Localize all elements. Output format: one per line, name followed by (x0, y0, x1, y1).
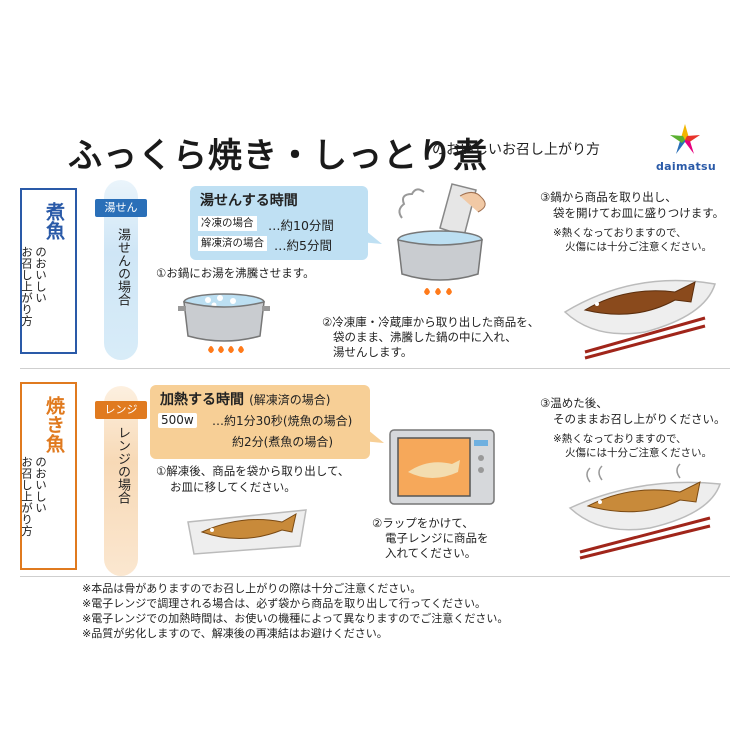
nizakana-note-line2: 火傷には十分ご注意ください。 (565, 241, 712, 253)
nizakana-step3-line1: ③鍋から商品を取り出し、 (540, 190, 677, 204)
nizakana-bubble-title: 湯せんする時間 (200, 193, 298, 209)
nizakana-step2-line2: 袋のまま、沸騰した鍋の中に入れ、 (333, 330, 517, 344)
yakizakana-step1-line2: お皿に移してください。 (170, 480, 296, 494)
nizakana-side-sub-1: のおいしい (34, 246, 48, 304)
microwave-illustration (389, 429, 495, 505)
yakizakana-time1: …約1分30秒(焼魚の場合) (212, 414, 353, 428)
footer-note-1: ※本品は骨がありますのでお召し上がりの際は十分ご注意ください。 (82, 582, 422, 595)
yakizakana-time-bubble: 加熱する時間 (解凍済の場合) 500w …約1分30秒(焼魚の場合) 約2分(… (150, 385, 384, 459)
yakizakana-step3-line2: そのままお召し上がりください。 (553, 412, 726, 426)
footer-divider (20, 576, 730, 577)
yakizakana-side-title: 焼き魚 (43, 396, 65, 453)
grilled-fish-hot-plate-illustration (568, 463, 722, 560)
yakizakana-step3-line1: ③温めた後、 (540, 396, 608, 410)
nizakana-side-box: 煮魚 のおいしい お召し上がり方 (20, 188, 77, 354)
yakizakana-time2: 約2分(煮魚の場合) (232, 435, 333, 449)
nizakana-row-label-2: 解凍済の場合 (198, 236, 267, 251)
footer-note-2: ※電子レンジで調理される場合は、必ず袋から商品を取り出して行ってください。 (82, 597, 487, 610)
grilled-fish-plate-illustration (187, 509, 307, 555)
nizakana-step3-line2: 袋を開けてお皿に盛りつけます。 (553, 206, 725, 220)
yakizakana-note-line2: 火傷には十分ご注意ください。 (565, 447, 712, 459)
nizakana-row-label-1: 冷凍の場合 (198, 216, 257, 231)
nizakana-side-sub-2: お召し上がり方 (20, 246, 34, 327)
page-title: ふっくら焼き・しっとり煮 (68, 136, 488, 176)
page-subtitle: のおいしいお召し上がり方 (432, 142, 600, 158)
yakizakana-side-sub-1: のおいしい (34, 456, 48, 514)
nizakana-row-value-2: …約5分間 (274, 238, 332, 253)
yakizakana-step2-line2: 電子レンジに商品を (385, 531, 489, 545)
nizakana-step1: ①お鍋にお湯を沸騰させます。 (156, 266, 315, 280)
bubble-tail (362, 425, 384, 443)
footer-note-3: ※電子レンジでの加熱時間は、お使いの機種によって異なりますのでご注意ください。 (82, 612, 509, 625)
brand-logo (670, 124, 700, 154)
yakizakana-bubble-title: 加熱する時間 (160, 392, 244, 408)
yakizakana-step2-line3: 入れてください。 (385, 546, 477, 560)
yakizakana-bubble-subtitle: (解凍済の場合) (249, 393, 331, 407)
yakizakana-step2-line1: ②ラップをかけて、 (372, 516, 474, 530)
nizakana-note-line1: ※熱くなっておりますので、 (553, 227, 687, 239)
nizakana-method-label: 湯せんの場合 (115, 228, 130, 306)
pot-pouch-illustration (397, 183, 486, 295)
yakizakana-side-box: 焼き魚 のおいしい お召し上がり方 (20, 382, 77, 570)
nizakana-time-bubble: 湯せんする時間 冷凍の場合 …約10分間 解凍済の場合 …約5分間 (190, 186, 382, 260)
nizakana-side-title: 煮魚 (43, 202, 65, 240)
bubble-tail (360, 226, 382, 244)
yakizakana-side-sub-2: お召し上がり方 (20, 456, 34, 537)
nizakana-row-value-1: …約10分間 (268, 218, 334, 233)
nizakana-tag: 湯せん (95, 199, 147, 217)
nizakana-step2-line3: 湯せんします。 (333, 345, 413, 359)
footer-note-4: ※品質が劣化しますので、解凍後の再凍結はお避けください。 (82, 627, 388, 640)
brand-name: daimatsu (656, 160, 716, 173)
section-divider (20, 368, 730, 369)
simmered-fish-plate-illustration (563, 279, 716, 360)
pot-illustration (178, 293, 270, 353)
yakizakana-step1-line1: ①解凍後、商品を袋から取り出して、 (156, 464, 350, 478)
wattage-label: 500w (158, 413, 197, 428)
yakizakana-note-line1: ※熱くなっておりますので、 (553, 433, 687, 445)
yakizakana-tag: レンジ (95, 401, 147, 419)
yakizakana-method-label: レンジの場合 (115, 426, 130, 504)
nizakana-step2-line1: ②冷凍庫・冷蔵庫から取り出した商品を、 (322, 315, 540, 329)
